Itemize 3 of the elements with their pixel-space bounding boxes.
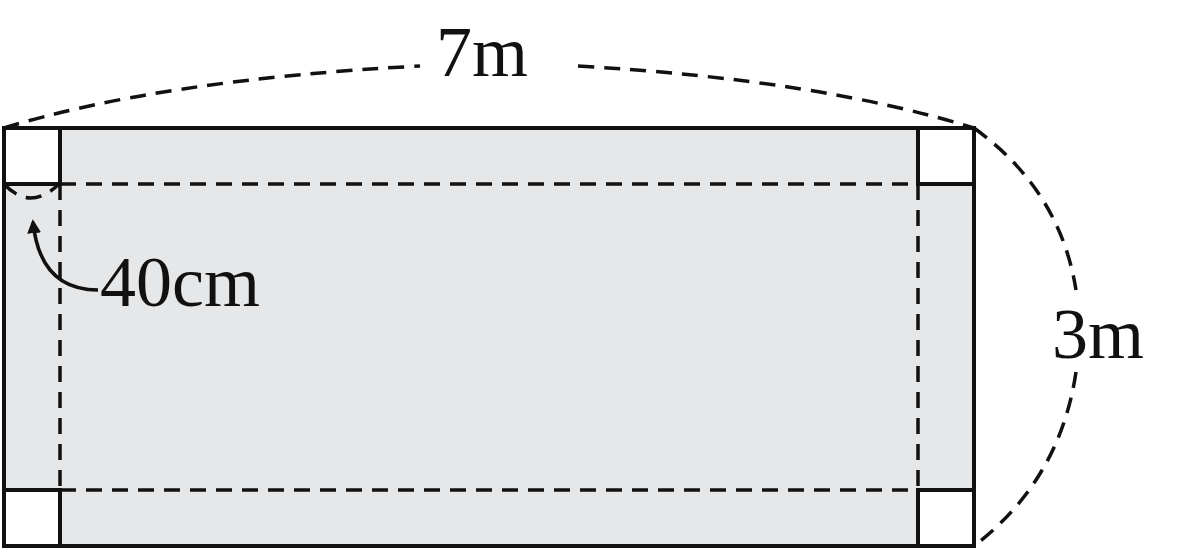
dimension-label: 40cm [100,246,260,318]
dimension-label: 7m [436,16,528,88]
dimension-label: 3m [1052,298,1144,370]
